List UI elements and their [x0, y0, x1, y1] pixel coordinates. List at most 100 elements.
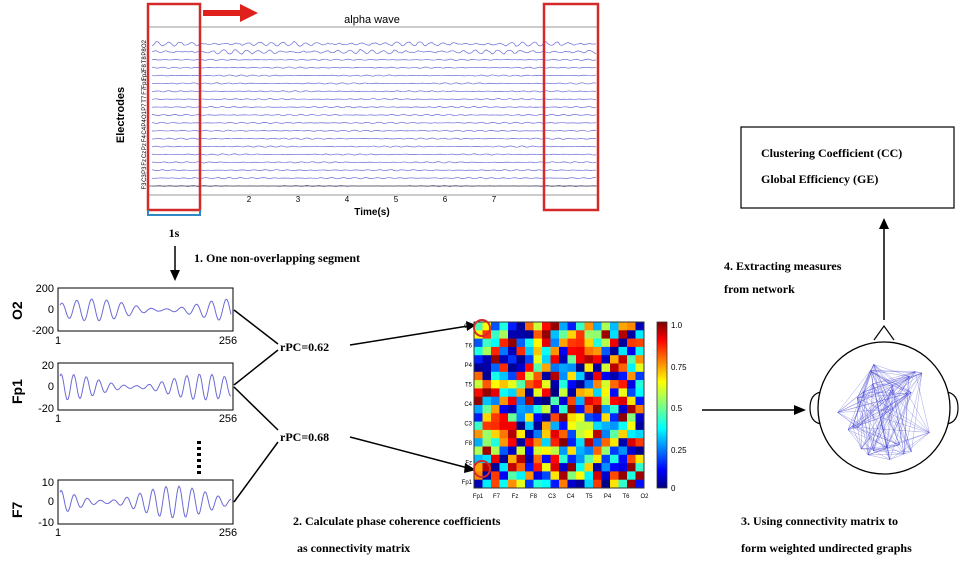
eeg-xlabel: Time(s) [354, 207, 389, 218]
matrix-cell [593, 463, 602, 472]
signal-ytick: -10 [38, 517, 54, 529]
matrix-cell [559, 380, 568, 389]
matrix-cell [584, 380, 594, 389]
matrix-cell [482, 380, 492, 389]
matrix-cell [601, 338, 611, 348]
matrix-col-label: P4 [604, 494, 612, 500]
matrix-cell [584, 371, 594, 381]
matrix-cell [576, 413, 585, 422]
matrix-cell [491, 429, 500, 439]
matrix-cell [567, 438, 577, 447]
matrix-cell [627, 322, 636, 331]
graph-edge [873, 364, 908, 394]
electrode-tick-label: F3 [142, 182, 148, 190]
graph-edge [857, 398, 874, 451]
graph-edge [857, 427, 900, 446]
matrix-cell [584, 471, 594, 480]
matrix-cell [567, 363, 577, 373]
matrix-cell [499, 346, 509, 356]
matrix-cell [550, 338, 560, 348]
matrix-cell [482, 413, 492, 422]
graph-edge [857, 398, 890, 460]
electrode-tick-label: Fp2 [142, 70, 148, 81]
matrix-cell [618, 346, 628, 356]
matrix-cell [474, 371, 483, 381]
signal-frame [57, 287, 234, 332]
measures-frame [740, 126, 955, 209]
matrix-cell [635, 330, 645, 339]
signal-plot-o2: O2 200 0 -200 1 256 [9, 283, 237, 347]
matrix-cell [508, 454, 517, 464]
matrix-cell [525, 363, 534, 373]
matrix-cell [550, 346, 560, 356]
matrix-cell [567, 388, 577, 397]
matrix-cell [482, 355, 492, 364]
matrix-cell [550, 355, 560, 364]
matrix-cell [618, 363, 628, 373]
eeg-channel-trace [151, 58, 597, 61]
matrix-cell [627, 388, 636, 397]
matrix-cell [610, 471, 619, 480]
matrix-cell [601, 355, 611, 364]
matrix-cell [482, 463, 492, 472]
arrow-segment-to-signals [170, 246, 180, 281]
matrix-cell [618, 413, 628, 422]
colorbar-tick: 0 [671, 484, 676, 493]
matrix-cell [499, 355, 509, 364]
matrix-cell [576, 463, 585, 472]
graph-edge [892, 376, 910, 410]
matrix-cell [508, 405, 517, 414]
matrix-cell [567, 371, 577, 381]
matrix-cell [593, 346, 602, 356]
matrix-cell [584, 421, 594, 431]
matrix-cell [550, 405, 560, 414]
matrix-cell [542, 413, 551, 422]
matrix-cell [482, 322, 492, 331]
matrix-row-label: T6 [465, 344, 473, 350]
matrix-cell [618, 371, 628, 381]
matrix-cell [584, 322, 594, 331]
matrix-cell [542, 371, 551, 381]
matrix-cell [593, 371, 602, 381]
matrix-cell [627, 396, 636, 406]
graph-edge [861, 447, 887, 450]
eeg-channel-trace [151, 153, 597, 156]
head-nose [873, 324, 895, 341]
matrix-row-label: P4 [465, 363, 473, 369]
matrix-cell [593, 380, 602, 389]
graph-edge [870, 370, 910, 377]
matrix-cell [576, 446, 585, 456]
matrix-cell [474, 413, 483, 422]
eeg-channel-trace [151, 161, 597, 164]
graph-edge [907, 372, 923, 394]
matrix-cell [627, 380, 636, 389]
eeg-channel-trace [151, 98, 597, 101]
matrix-cell [533, 438, 543, 447]
matrix-cell [533, 471, 543, 480]
matrix-cell [567, 446, 577, 456]
matrix-cell [627, 338, 636, 348]
signal-xtick: 1 [55, 413, 61, 425]
eeg-channel-trace [151, 41, 597, 47]
matrix-cell [601, 396, 611, 406]
matrix-cell [635, 388, 645, 397]
matrix-cell [525, 413, 534, 422]
matrix-cell [508, 446, 517, 456]
matrix-cell [482, 438, 492, 447]
coherence-label-o2-fp1: rPC=0.62 [280, 340, 329, 354]
signal-xtick: 256 [219, 413, 237, 425]
matrix-cell [482, 446, 492, 456]
matrix-row-label: C4 [464, 402, 472, 408]
matrix-cell [559, 421, 568, 431]
matrix-cell [474, 346, 483, 356]
matrix-cell [525, 388, 534, 397]
matrix-cell [516, 479, 526, 489]
matrix-cell [491, 371, 500, 381]
matrix-cell [516, 396, 526, 406]
graph-edge [892, 376, 910, 390]
matrix-cell [550, 463, 560, 472]
matrix-col-label: T5 [585, 494, 593, 500]
graph-edge [860, 371, 916, 450]
matrix-cell [516, 454, 526, 464]
